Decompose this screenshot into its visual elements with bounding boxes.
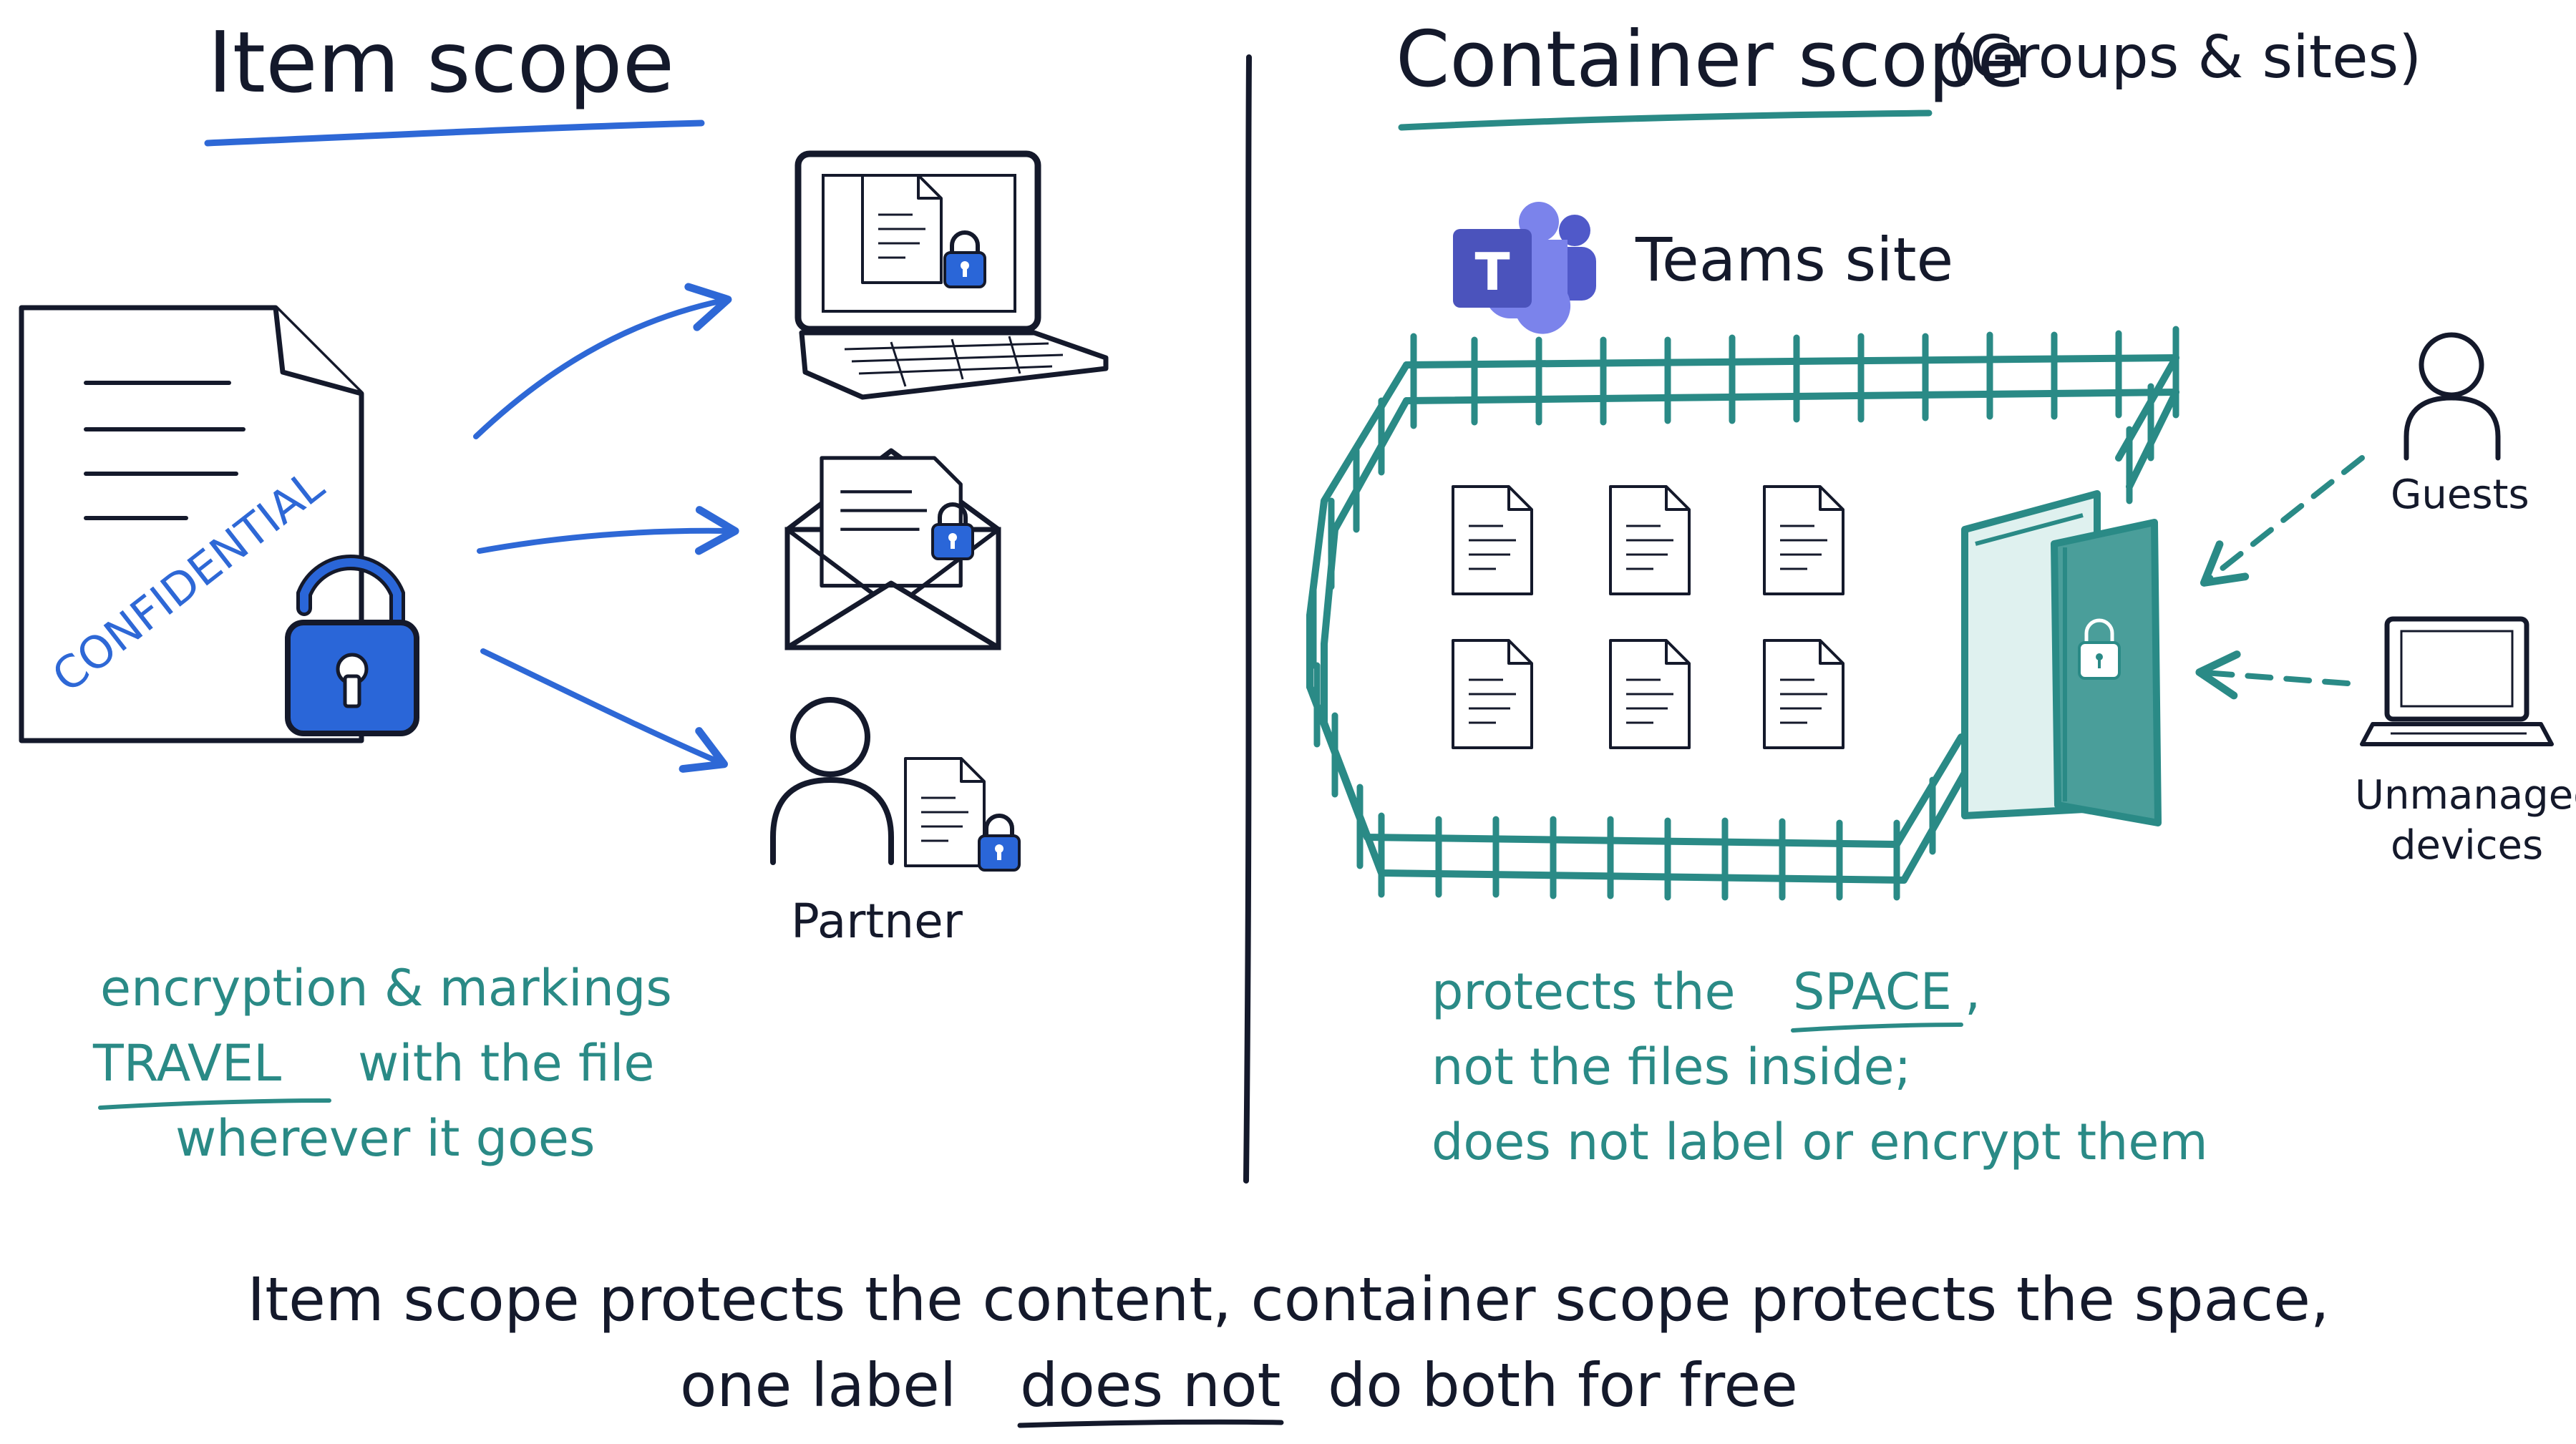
- footer-line2-emphasis: does not: [1020, 1350, 1280, 1420]
- container-note-line1-post: ,: [1965, 962, 1980, 1021]
- arrow-to-laptop: [473, 283, 732, 439]
- item-scope-heading: Item scope: [208, 13, 674, 112]
- container-note-line2: not the files inside;: [1432, 1038, 1911, 1096]
- container-scope-heading: Container scope: [1396, 15, 2025, 104]
- document-icon: [1763, 485, 1844, 595]
- guest-person-icon: [2404, 332, 2501, 461]
- unmanaged-laptop-icon: [2360, 616, 2554, 746]
- document-icon: [1452, 639, 1533, 749]
- item-scope-note-line2: with the file: [358, 1034, 655, 1093]
- svg-text:T: T: [1474, 242, 1510, 302]
- container-scope-heading-suffix: (Groups & sites): [1947, 24, 2421, 92]
- unmanaged-devices-label-line1: Unmanaged: [2355, 772, 2576, 819]
- envelope-flap: [786, 527, 1000, 650]
- travel-underline: [98, 1098, 331, 1110]
- devices-arrow: [2195, 650, 2351, 700]
- email-document-icon: [820, 456, 963, 588]
- document-icon: [904, 757, 986, 867]
- footer-line2-pre: one label: [680, 1350, 956, 1420]
- gate-door-icon: [1961, 490, 2162, 826]
- item-scope-underline: [204, 119, 705, 147]
- item-scope-note-line3: wherever it goes: [175, 1109, 595, 1168]
- lock-icon: [285, 554, 419, 736]
- item-scope-note-travel: TRAVEL: [92, 1034, 281, 1093]
- arrow-to-partner: [480, 648, 729, 773]
- lock-icon: [979, 816, 1019, 870]
- teams-logo-icon: T: [1453, 202, 1596, 334]
- guests-arrow: [2200, 455, 2365, 587]
- container-scope-underline: [1398, 109, 1933, 131]
- fence: [1306, 354, 2179, 884]
- document-icon: [1609, 639, 1691, 749]
- item-scope-note-line1: encryption & markings: [100, 959, 672, 1018]
- footer-line1: Item scope protects the content, contain…: [247, 1264, 2329, 1335]
- document-icon: [1609, 485, 1691, 595]
- partner-label: Partner: [791, 894, 963, 949]
- space-underline: [1791, 1023, 1963, 1033]
- arrow-to-email: [477, 506, 739, 555]
- document-icon: [861, 174, 943, 284]
- document-icon: [1763, 639, 1844, 749]
- teams-site-label: Teams site: [1635, 225, 1953, 295]
- document-icon: [1452, 485, 1533, 595]
- container-note-space: SPACE: [1793, 962, 1952, 1021]
- fence-posts: [1310, 326, 2179, 901]
- does-not-underline: [1017, 1419, 1284, 1428]
- divider: [1243, 54, 1252, 1184]
- container-note-line3: does not label or encrypt them: [1432, 1113, 2208, 1171]
- guests-label: Guests: [2391, 472, 2529, 518]
- container-note-line1-pre: protects the: [1432, 962, 1736, 1021]
- unmanaged-devices-label-line2: devices: [2391, 822, 2543, 869]
- footer-line2-post: do both for free: [1328, 1350, 1798, 1420]
- partner-person-icon: [770, 697, 894, 865]
